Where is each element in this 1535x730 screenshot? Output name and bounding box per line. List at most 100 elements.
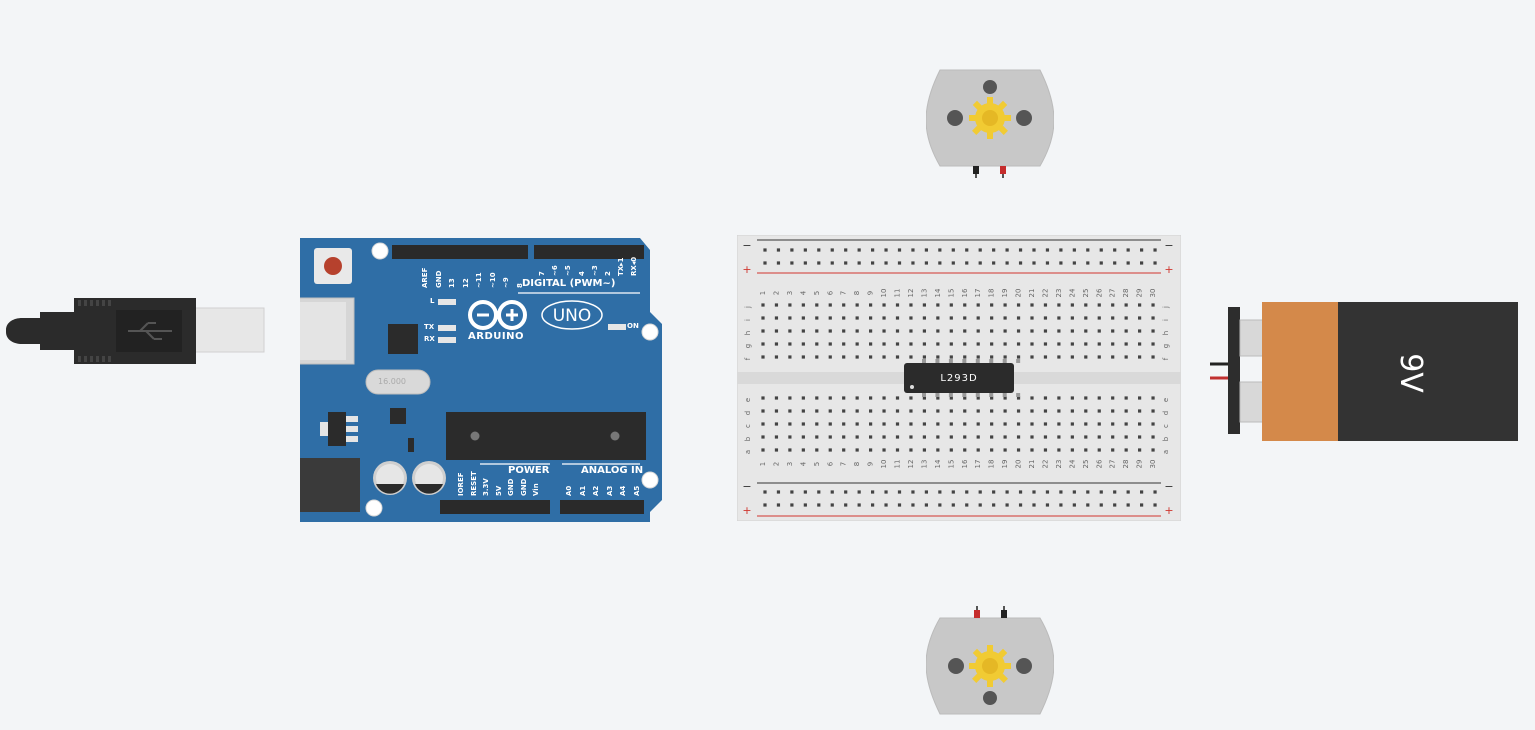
breadboard-hole[interactable] [761,422,765,426]
breadboard-hole[interactable] [1070,435,1074,439]
breadboard-hole[interactable] [1086,248,1090,252]
breadboard-hole[interactable] [855,342,859,346]
breadboard-hole[interactable] [869,409,873,413]
breadboard-hole[interactable] [963,422,967,426]
breadboard-hole[interactable] [909,342,913,346]
breadboard-hole[interactable] [855,422,859,426]
breadboard-hole[interactable] [1138,435,1142,439]
breadboard-hole[interactable] [855,435,859,439]
breadboard-hole[interactable] [828,422,832,426]
breadboard-hole[interactable] [1084,396,1088,400]
breadboard-hole[interactable] [976,342,980,346]
breadboard-hole[interactable] [963,355,967,359]
breadboard-hole[interactable] [909,316,913,320]
breadboard-hole[interactable] [761,435,765,439]
breadboard-hole[interactable] [1005,503,1009,507]
breadboard-hole[interactable] [855,355,859,359]
breadboard-hole[interactable] [911,490,915,494]
breadboard-hole[interactable] [788,422,792,426]
breadboard-hole[interactable] [922,448,926,452]
breadboard-hole[interactable] [828,316,832,320]
breadboard-hole[interactable] [1099,248,1103,252]
breadboard-hole[interactable] [1111,303,1115,307]
breadboard-hole[interactable] [844,490,848,494]
breadboard-hole[interactable] [1057,409,1061,413]
breadboard-hole[interactable] [949,396,953,400]
breadboard-hole[interactable] [1005,248,1009,252]
breadboard-hole[interactable] [1045,490,1050,494]
breadboard-hole[interactable] [788,396,792,400]
breadboard-hole[interactable] [1111,422,1115,426]
breadboard-hole[interactable] [842,422,846,426]
breadboard-hole[interactable] [788,355,792,359]
breadboard-hole[interactable] [884,490,888,494]
breadboard-hole[interactable] [978,490,982,494]
breadboard-hole[interactable] [936,342,940,346]
breadboard-hole[interactable] [763,248,767,252]
breadboard-hole[interactable] [776,261,781,265]
breadboard-hole[interactable] [871,261,875,265]
breadboard-hole[interactable] [1030,396,1034,400]
breadboard-hole[interactable] [990,342,994,346]
breadboard-hole[interactable] [815,303,819,307]
breadboard-hole[interactable] [992,503,996,507]
breadboard-hole[interactable] [922,409,926,413]
breadboard-hole[interactable] [1124,396,1128,400]
breadboard-hole[interactable] [924,248,928,252]
breadboard-hole[interactable] [1059,261,1063,265]
breadboard-hole[interactable] [776,248,781,252]
breadboard-hole[interactable] [1043,422,1048,426]
breadboard-hole[interactable] [1057,396,1061,400]
breadboard-hole[interactable] [936,316,940,320]
breadboard-hole[interactable] [1124,342,1128,346]
breadboard-hole[interactable] [1057,422,1061,426]
breadboard-hole[interactable] [1153,503,1157,507]
dc-motor-top[interactable] [926,68,1054,182]
breadboard-hole[interactable] [911,503,915,507]
breadboard-hole[interactable] [1113,490,1117,494]
breadboard[interactable]: 1122334455667788991010111112121313141415… [737,235,1181,521]
breadboard-hole[interactable] [1084,342,1088,346]
breadboard-hole[interactable] [1003,422,1007,426]
breadboard-hole[interactable] [1111,396,1115,400]
breadboard-hole[interactable] [1030,409,1034,413]
breadboard-hole[interactable] [761,409,765,413]
breadboard-hole[interactable] [1126,248,1130,252]
breadboard-hole[interactable] [1138,329,1142,333]
breadboard-hole[interactable] [895,342,900,346]
breadboard-hole[interactable] [882,342,886,346]
breadboard-hole[interactable] [976,435,980,439]
breadboard-hole[interactable] [1016,396,1021,400]
breadboard-hole[interactable] [1045,503,1050,507]
breadboard-hole[interactable] [1111,409,1115,413]
breadboard-hole[interactable] [774,342,779,346]
breadboard-hole[interactable] [828,329,832,333]
breadboard-hole[interactable] [976,329,980,333]
breadboard-hole[interactable] [1016,316,1021,320]
breadboard-hole[interactable] [1070,342,1074,346]
breadboard-hole[interactable] [1016,303,1021,307]
breadboard-hole[interactable] [897,490,902,494]
breadboard-hole[interactable] [1070,422,1074,426]
breadboard-hole[interactable] [1016,409,1021,413]
motor-terminal-red[interactable] [974,610,980,618]
breadboard-hole[interactable] [895,355,900,359]
breadboard-hole[interactable] [882,409,886,413]
breadboard-hole[interactable] [895,329,900,333]
breadboard-hole[interactable] [803,248,807,252]
breadboard-hole[interactable] [1153,490,1157,494]
breadboard-hole[interactable] [1124,329,1128,333]
breadboard-hole[interactable] [963,316,967,320]
breadboard-hole[interactable] [922,329,926,333]
breadboard-hole[interactable] [869,435,873,439]
breadboard-hole[interactable] [922,303,926,307]
breadboard-hole[interactable] [976,448,980,452]
breadboard-hole[interactable] [976,303,980,307]
breadboard-hole[interactable] [1124,409,1128,413]
breadboard-hole[interactable] [774,355,779,359]
breadboard-hole[interactable] [869,422,873,426]
breadboard-hole[interactable] [1003,448,1007,452]
breadboard-hole[interactable] [895,409,900,413]
breadboard-hole[interactable] [1003,435,1007,439]
